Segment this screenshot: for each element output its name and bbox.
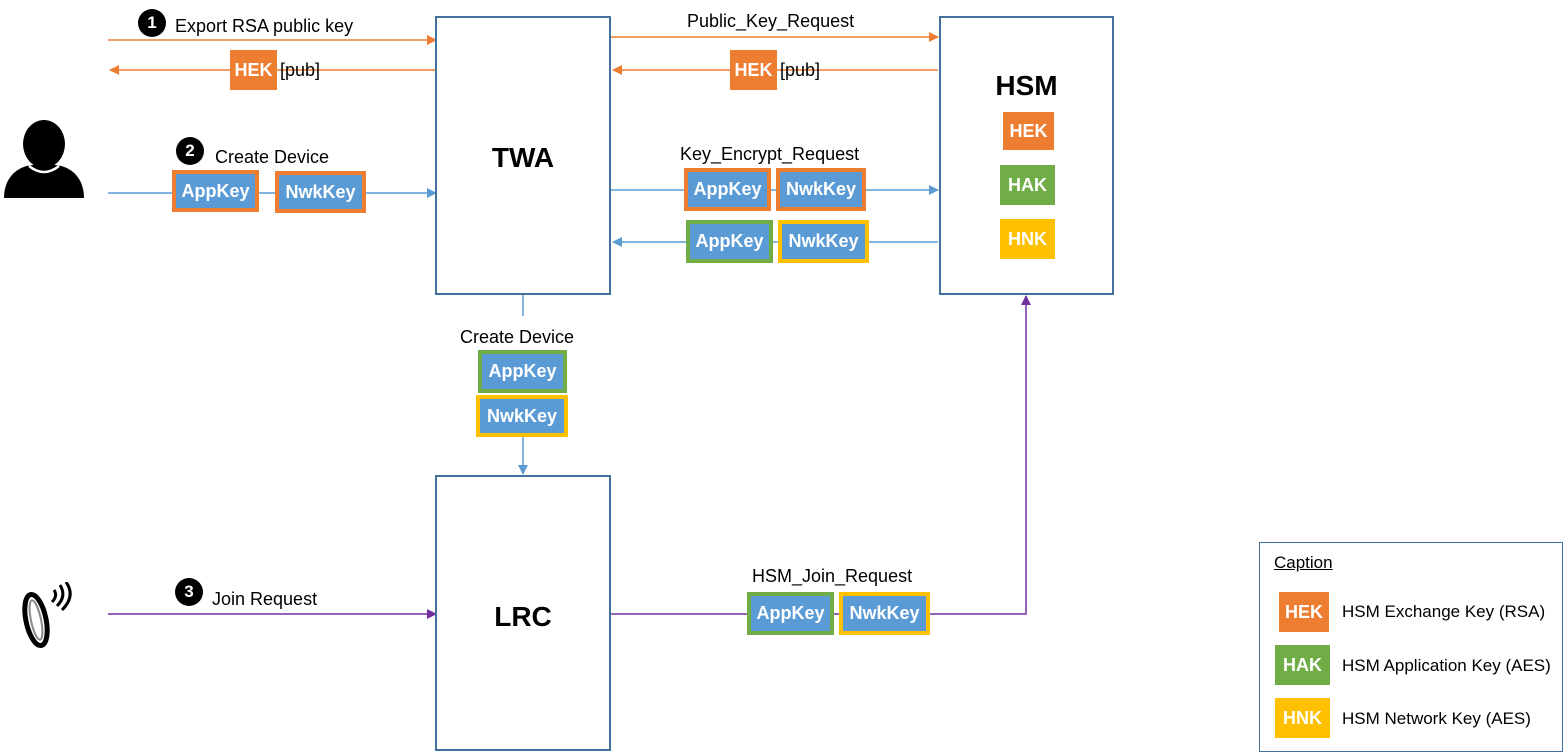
key-encrypt-request-label: Key_Encrypt_Request — [680, 144, 860, 164]
hsm-hnk-tag: HNK — [1000, 219, 1055, 259]
hsm-hak-tag: HAK — [1000, 165, 1055, 205]
create-device-lrc-label: Create Device — [460, 327, 575, 347]
join-request-label: Join Request — [212, 589, 318, 609]
legend-hnk-label: HSM Network Key (AES) — [1342, 709, 1531, 728]
person-icon — [4, 120, 84, 198]
nwkkey-lrc: NwkKey — [476, 395, 568, 437]
create-device-label: Create Device — [215, 147, 330, 167]
hsm-join-request-label: HSM_Join_Request — [752, 566, 913, 586]
twa-title: TWA — [491, 142, 555, 173]
appkey-encrypted: AppKey — [686, 220, 773, 263]
pub-suffix-twa: [pub] — [780, 60, 821, 80]
lrc-title: LRC — [494, 601, 552, 632]
legend-hnk-tag: HNK — [1275, 698, 1330, 738]
step-2-marker: 2 — [176, 137, 204, 165]
legend-hek-tag: HEK — [1279, 592, 1329, 632]
nwkkey-user: NwkKey — [275, 171, 366, 213]
pub-suffix-user: [pub] — [280, 60, 321, 80]
nwkkey-encrypted: NwkKey — [778, 220, 869, 263]
public-key-request-label: Public_Key_Request — [687, 11, 855, 31]
appkey-user: AppKey — [172, 170, 259, 212]
nwkkey-encrypt: NwkKey — [776, 168, 866, 211]
step-1-marker: 1 — [138, 9, 166, 37]
hek-pub-tag-user: HEK — [230, 50, 277, 90]
appkey-encrypt: AppKey — [684, 168, 771, 211]
legend-hek-label: HSM Exchange Key (RSA) — [1342, 602, 1546, 621]
twa-box: TWA — [435, 16, 611, 295]
nwkkey-join: NwkKey — [839, 592, 930, 635]
caption-title: Caption — [1274, 553, 1333, 572]
hek-pub-tag-twa: HEK — [730, 50, 777, 90]
wearable-device-icon — [22, 582, 72, 649]
export-label: Export RSA public key — [175, 16, 354, 36]
lrc-box: LRC — [435, 475, 611, 751]
caption-legend: Caption HEK HSM Exchange Key (RSA) HAK H… — [1259, 542, 1563, 752]
appkey-lrc: AppKey — [478, 350, 567, 393]
legend-hak-label: HSM Application Key (AES) — [1342, 656, 1551, 675]
step-3-marker: 3 — [175, 578, 203, 606]
hsm-title: HSM — [995, 70, 1058, 101]
hsm-hek-tag: HEK — [1003, 112, 1054, 150]
legend-hak-tag: HAK — [1275, 645, 1330, 685]
appkey-join: AppKey — [747, 592, 834, 635]
